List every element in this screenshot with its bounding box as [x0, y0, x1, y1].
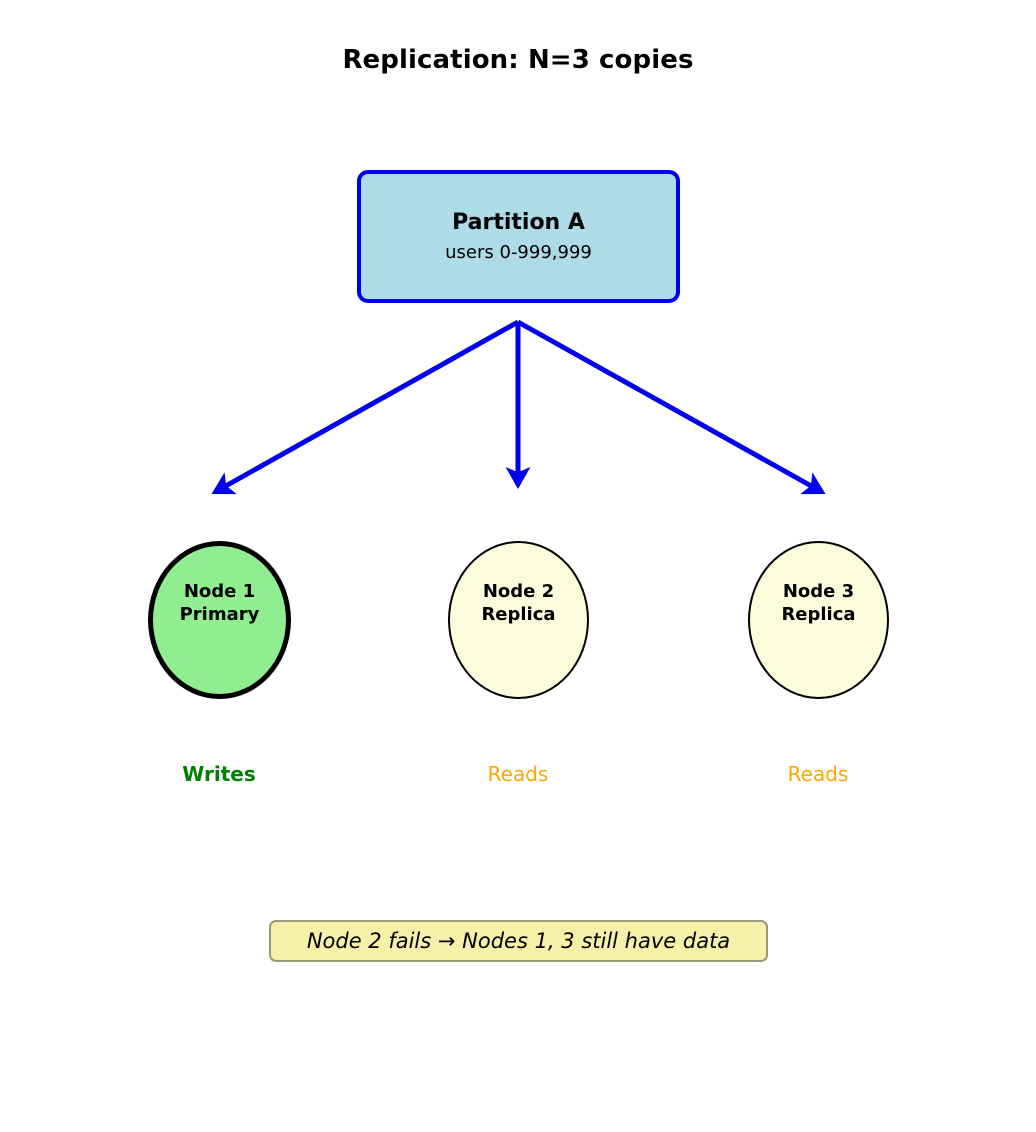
arrow-partition-to-node-1	[211, 319, 520, 495]
partition-a-box[interactable]: Partition A users 0-999,999	[357, 170, 680, 303]
node-2-role-label: Reads	[487, 762, 549, 786]
node-2-replica[interactable]: Node 2 Replica	[448, 541, 589, 699]
page-title: Replication: N=3 copies	[342, 45, 694, 75]
partition-name: Partition A	[452, 209, 585, 235]
node-2-label: Node 2 Replica	[481, 581, 556, 626]
failure-annotation-box: Node 2 fails → Nodes 1, 3 still have dat…	[269, 920, 768, 962]
failure-annotation-text: Node 2 fails → Nodes 1, 3 still have dat…	[306, 928, 731, 953]
node-1-role-label: Writes	[182, 762, 256, 786]
arrow-partition-to-node-3	[516, 319, 826, 495]
node-1-primary[interactable]: Node 1 Primary	[148, 541, 291, 699]
node-3-label: Node 3 Replica	[781, 581, 856, 626]
partition-key-range: users 0-999,999	[445, 241, 592, 263]
node-3-replica[interactable]: Node 3 Replica	[748, 541, 889, 699]
node-3-role-label: Reads	[787, 762, 849, 786]
node-1-label: Node 1 Primary	[179, 581, 260, 626]
